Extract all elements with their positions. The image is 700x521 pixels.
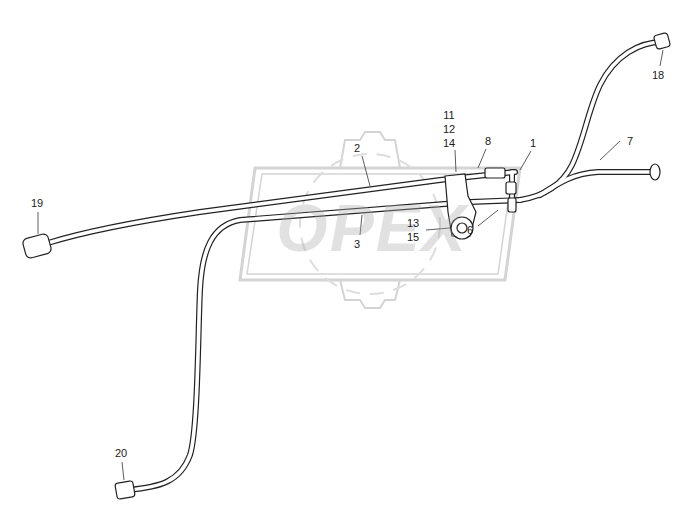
pipes <box>48 42 662 490</box>
callout-number: 20 <box>115 448 127 459</box>
callout-number: 13 <box>407 218 419 229</box>
watermark-text: OPEX <box>276 195 467 261</box>
callout-number: 19 <box>31 198 43 209</box>
callout-number: 15 <box>407 232 419 243</box>
callout-number: 8 <box>485 136 491 147</box>
callout-number: 1 <box>530 138 536 149</box>
leader-lines <box>38 50 663 480</box>
callout-number: 7 <box>627 136 633 147</box>
callout-number: 11 <box>443 110 454 121</box>
callout-number: 12 <box>443 124 455 135</box>
callout-number: 14 <box>443 138 455 149</box>
fittings <box>22 32 671 499</box>
watermark-logo <box>240 132 520 308</box>
callout-number: 3 <box>354 239 360 250</box>
callout-number: 18 <box>652 70 664 81</box>
callout-number: 2 <box>354 143 360 154</box>
callout-number: 6 <box>467 225 473 236</box>
